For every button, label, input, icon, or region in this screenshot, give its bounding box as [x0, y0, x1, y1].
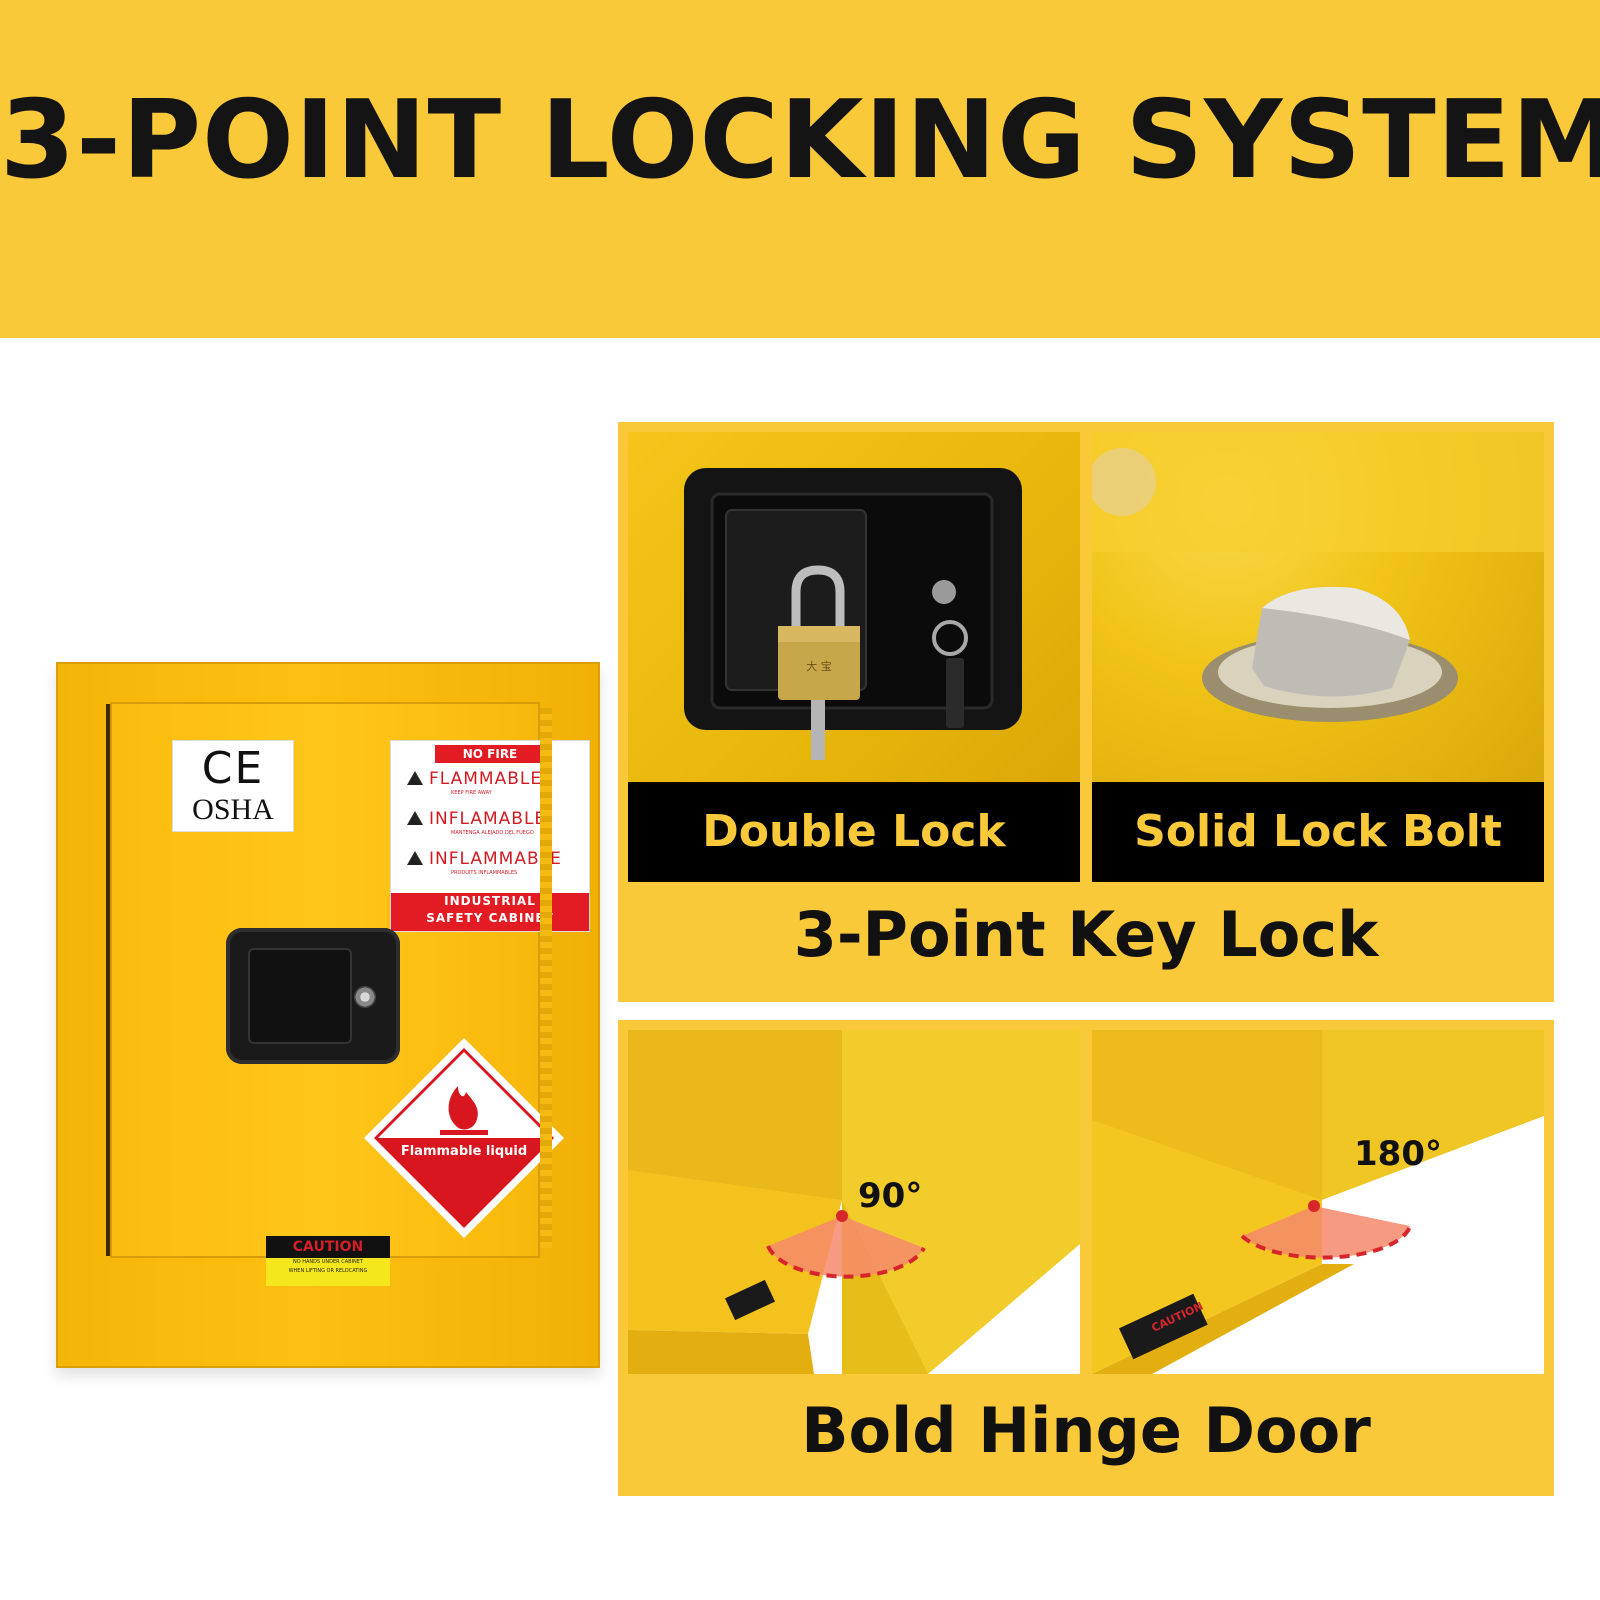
hinge-180-photo: CAUTION 180° [1092, 1030, 1544, 1374]
cabinet-door: CE OSHA NO FIRE SOURCE FLAMMABLE KEEP FI… [110, 702, 590, 1258]
industrial-safety-cabinet-label: INDUSTRIAL SAFETY CABINET [391, 893, 589, 931]
flammable-warning-sticker: NO FIRE SOURCE FLAMMABLE KEEP FIRE AWAY … [390, 740, 590, 932]
keyhole-icon [354, 986, 376, 1008]
hinge-door-panel: 90° CAUTION 180° Bold Hinge Door [618, 1020, 1554, 1496]
flammable-liquid-label: Flammable liquid [400, 1144, 528, 1159]
solid-lock-bolt-photo [1092, 432, 1544, 782]
osha-mark: OSHA [192, 793, 274, 826]
padlock-mark: 大 宝 [806, 659, 832, 673]
warning-sub-flammable: KEEP FIRE AWAY [451, 790, 492, 796]
header-banner: 3-POINT LOCKING SYSTEM [0, 0, 1600, 338]
hazard-diamond-icon [364, 1038, 564, 1238]
warning-line-inflammable: INFLAMMABLE [407, 849, 587, 869]
door-latch-handle [226, 928, 400, 1064]
hinge-90-illustration [628, 1030, 1080, 1374]
solid-lock-bolt-caption: Solid Lock Bolt [1092, 782, 1544, 882]
no-fire-source-label: NO FIRE SOURCE [435, 745, 545, 779]
warning-sub-inflammable: PRODUITS INFLAMMABLES [451, 870, 518, 876]
hinge-subtitle: Bold Hinge Door [801, 1394, 1371, 1467]
lock-latch-illustration: 大 宝 [684, 468, 1022, 760]
warning-sub-inflamable: MANTENGA ALEJADO DEL FUEGO [451, 830, 534, 836]
double-lock-photo: 大 宝 [628, 432, 1080, 782]
page-title: 3-POINT LOCKING SYSTEM [0, 78, 1600, 203]
ce-mark: CE [201, 743, 265, 794]
caution-text: NO HANDS UNDER CABINET WHEN LIFTING OR R… [266, 1258, 390, 1286]
hinge-90-photo: 90° [628, 1030, 1080, 1374]
caution-label: CAUTION NO HANDS UNDER CABINET WHEN LIFT… [266, 1236, 390, 1286]
door-gap [106, 704, 112, 1256]
angle-90-label: 90° [858, 1176, 923, 1216]
key-lock-panel: 大 宝 Double Lock Solid Lock Bolt 3-Point … [618, 422, 1554, 1002]
certification-sticker: CE OSHA [172, 740, 294, 832]
latch-paddle [248, 948, 352, 1044]
warning-line-inflamable: INFLAMABLE [407, 809, 587, 829]
flammable-hazard-diamond: Flammable liquid [360, 1034, 568, 1242]
caution-title: CAUTION [266, 1236, 390, 1258]
warning-triangle-icon [407, 811, 423, 825]
hinge-180-illustration: CAUTION [1092, 1030, 1544, 1374]
lock-bolt-illustration [1092, 432, 1544, 722]
warning-triangle-icon [407, 771, 423, 785]
warning-line-flammable: FLAMMABLE [407, 769, 587, 789]
angle-180-label: 180° [1354, 1134, 1442, 1174]
double-lock-caption: Double Lock [628, 782, 1080, 882]
warning-triangle-icon [407, 851, 423, 865]
cabinet-product-image: CE OSHA NO FIRE SOURCE FLAMMABLE KEEP FI… [56, 662, 600, 1368]
key-lock-subtitle: 3-Point Key Lock [793, 898, 1379, 971]
piano-hinge [540, 708, 552, 1248]
